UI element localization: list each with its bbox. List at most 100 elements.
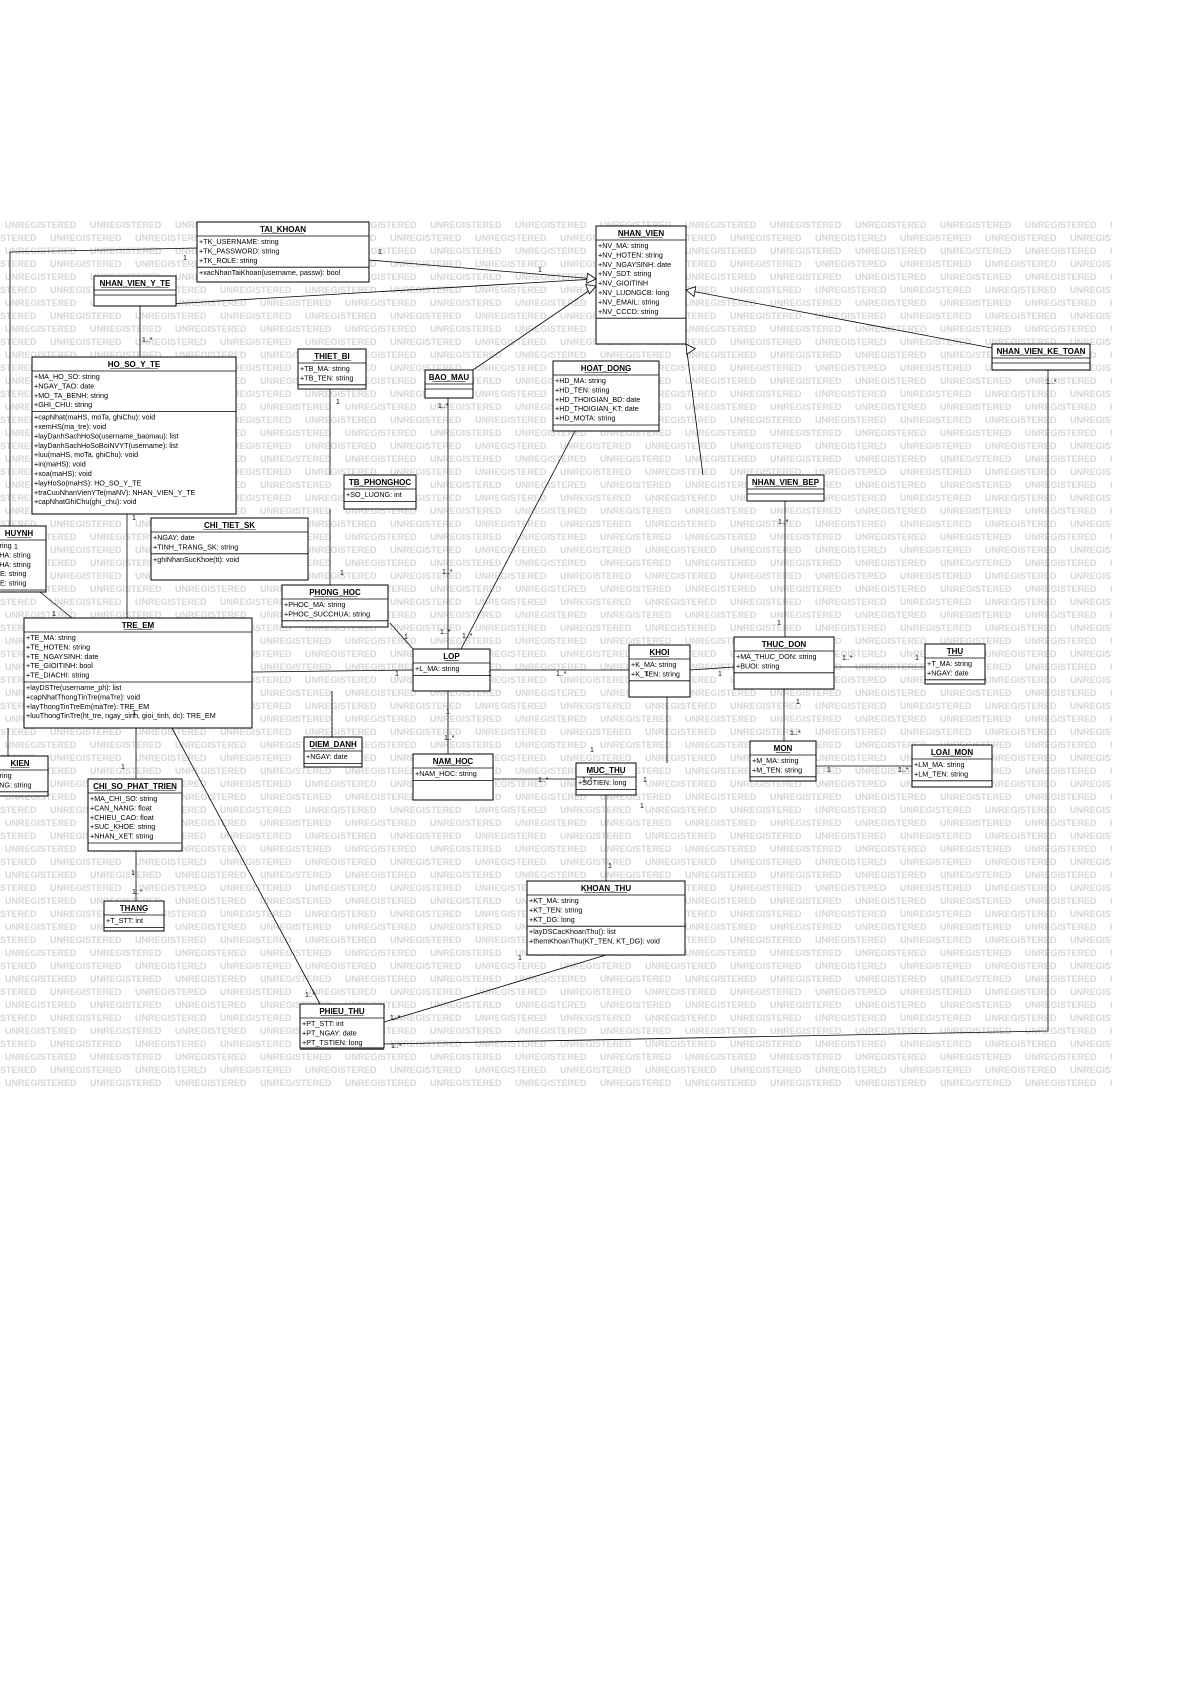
- class-tai-khoan[interactable]: TAI_KHOAN+TK_USERNAME: string+TK_PASSWOR…: [196, 221, 370, 283]
- class-thu[interactable]: THU+T_MA: string+NGAY: date: [924, 643, 986, 685]
- watermark-text: UNREGISTERED: [815, 389, 887, 399]
- watermark-text: UNREGISTERED: [0, 701, 37, 711]
- watermark-text: UNREGISTERED: [1070, 519, 1142, 529]
- watermark-text: UNREGISTERED: [1110, 350, 1182, 360]
- class-operation: +capNhat(maHS, moTa, ghiChu): void: [34, 413, 155, 422]
- watermark-text: UNREGISTERED: [985, 1065, 1057, 1075]
- watermark-text: UNREGISTERED: [1025, 324, 1097, 334]
- watermark-text: UNREGISTERED: [900, 259, 972, 269]
- watermark-text: UNREGISTERED: [855, 298, 927, 308]
- watermark-text: UNREGISTERED: [345, 272, 417, 282]
- watermark-text: UNREGISTERED: [985, 467, 1057, 477]
- class-mon[interactable]: MON+M_MA: string+M_TEN: string: [749, 740, 817, 782]
- class-attribute: +TB_MA: string: [300, 364, 350, 373]
- watermark-text: UNREGISTERED: [600, 506, 672, 516]
- watermark-text: UNREGISTERED: [770, 454, 842, 464]
- watermark-text: UNREGISTERED: [985, 597, 1057, 607]
- watermark-text: UNREGISTERED: [1025, 1026, 1097, 1036]
- class-nhan-vien-y-te[interactable]: NHAN_VIEN_Y_TE: [93, 275, 177, 307]
- watermark-text: UNREGISTERED: [345, 298, 417, 308]
- class-tre-em[interactable]: TRE_EM+TE_MA: string+TE_HOTEN: string+TE…: [23, 617, 253, 729]
- class-muc-thu[interactable]: MUC_THU+SOTIEN: long: [575, 762, 637, 796]
- class-name: HOAT_DONG: [581, 364, 632, 373]
- class-loai-mon[interactable]: LOAI_MON+LM_MA: string+LM_TEN: string: [911, 744, 993, 788]
- watermark-text: UNREGISTERED: [390, 1013, 462, 1023]
- watermark-text: UNREGISTERED: [855, 974, 927, 984]
- watermark-text: UNREGISTERED: [50, 597, 122, 607]
- watermark-text: UNREGISTERED: [5, 298, 77, 308]
- class-nhan-vien[interactable]: NHAN_VIEN+NV_MA: string+NV_HOTEN: string…: [595, 225, 687, 345]
- watermark-text: UNREGISTERED: [940, 454, 1012, 464]
- watermark-text: UNREGISTERED: [50, 1039, 122, 1049]
- watermark-text: UNREGISTERED: [1070, 389, 1142, 399]
- class-operation: +in(maHS): void: [34, 460, 86, 469]
- class-attribute: CHA: string: [0, 560, 31, 569]
- class-thiet-bi[interactable]: THIET_BI+TB_MA: string+TB_TEN: string: [297, 348, 367, 390]
- watermark-text: UNREGISTERED: [220, 909, 292, 919]
- watermark-text: UNREGISTERED: [5, 818, 77, 828]
- watermark-text: UNREGISTERED: [515, 428, 587, 438]
- class-diem-danh[interactable]: DIEM_DANH+NGAY: date: [303, 736, 363, 768]
- watermark-text: UNREGISTERED: [390, 805, 462, 815]
- class-attribute: +PT_STT: int: [302, 1019, 344, 1028]
- watermark-text: UNREGISTERED: [645, 415, 717, 425]
- watermark-text: UNREGISTERED: [730, 857, 802, 867]
- multiplicity-label: 1..*: [132, 889, 143, 896]
- class-chi-so-phat-trien[interactable]: CHI_SO_PHAT_TRIEN+MA_CHI_SO: string+CAN_…: [87, 778, 183, 852]
- watermark-text: UNREGISTERED: [900, 311, 972, 321]
- watermark-text: UNREGISTERED: [645, 779, 717, 789]
- class-thuc-don[interactable]: THUC_DON+MA_THUC_DON: string+BUOI: strin…: [733, 636, 835, 690]
- watermark-text: UNREGISTERED: [50, 545, 122, 555]
- class-name: KIEN: [10, 759, 29, 768]
- watermark-text: UNREGISTERED: [730, 597, 802, 607]
- watermark-text: UNREGISTERED: [175, 1000, 247, 1010]
- watermark-text: UNREGISTERED: [770, 688, 842, 698]
- watermark-text: UNREGISTERED: [855, 272, 927, 282]
- class-hoat-dong[interactable]: HOAT_DONG+HD_MA: string+HD_TEN: string+H…: [552, 360, 660, 432]
- watermark-text: UNREGISTERED: [685, 740, 757, 750]
- class-su-kien[interactable]: KIENstringUNG: string: [0, 755, 49, 797]
- class-nam-hoc[interactable]: NAM_HOC+NAM_HOC: string: [412, 753, 494, 801]
- association-line: [472, 285, 597, 371]
- watermark-text: UNREGISTERED: [730, 961, 802, 971]
- class-tb-phonghoc[interactable]: TB_PHONGHOC+SO_LUONG: int: [343, 474, 417, 510]
- class-attribute: string: [0, 771, 12, 780]
- watermark-text: UNREGISTERED: [175, 818, 247, 828]
- watermark-text: UNREGISTERED: [685, 948, 757, 958]
- class-ho-so-y-te[interactable]: HO_SO_Y_TE+MA_HO_SO: string+NGAY_TAO: da…: [31, 356, 237, 515]
- class-attribute: +M_TEN: string: [752, 765, 802, 774]
- class-phieu-thu[interactable]: PHIEU_THU+PT_STT: int+PT_NGAY: date+PT_T…: [299, 1003, 385, 1050]
- watermark-text: UNREGISTERED: [730, 1013, 802, 1023]
- watermark-text: UNREGISTERED: [5, 896, 77, 906]
- multiplicity-label: 1: [608, 863, 612, 870]
- class-operation: +layDanhSachHoSoBoiNVYT(username): list: [34, 441, 178, 450]
- watermark-text: UNREGISTERED: [260, 740, 332, 750]
- class-khoi[interactable]: KHOI+K_MA: string+K_TEN: string: [628, 644, 691, 698]
- watermark-text: UNREGISTERED: [175, 792, 247, 802]
- watermark-text: UNREGISTERED: [305, 987, 377, 997]
- class-chi-tiet-sk[interactable]: CHI_TIET_SK+NGAY: date+TINH_TRANG_SK: st…: [150, 517, 309, 581]
- watermark-text: UNREGISTERED: [685, 636, 757, 646]
- watermark-text: UNREGISTERED: [220, 1039, 292, 1049]
- multiplicity-label: 1: [183, 255, 187, 262]
- class-lop[interactable]: LOP+L_MA: string: [412, 648, 491, 692]
- watermark-text: UNREGISTERED: [900, 727, 972, 737]
- watermark-text: UNREGISTERED: [0, 961, 37, 971]
- class-phu-huynh[interactable]: HUYNHstringCHA: stringCHA: stringME: str…: [0, 525, 47, 593]
- class-nhan-vien-ke-toan[interactable]: NHAN_VIEN_KE_TOAN: [991, 343, 1091, 371]
- multiplicity-label: 1..*: [462, 633, 473, 640]
- watermark-text: UNREGISTERED: [645, 441, 717, 451]
- class-bao-mau[interactable]: BAO_MAU: [424, 369, 474, 399]
- watermark-text: UNREGISTERED: [940, 792, 1012, 802]
- class-phong-hoc[interactable]: PHONG_HOC+PHOC_MA: string+PHOC_SUCCHUA: …: [281, 584, 389, 628]
- class-thang[interactable]: THANG+T_STT: int: [103, 900, 165, 932]
- class-attribute: +HD_THOIGIAN_KT: date: [555, 404, 639, 413]
- watermark-text: UNREGISTERED: [0, 597, 37, 607]
- class-nhan-vien-bep[interactable]: NHAN_VIEN_BEP: [746, 474, 825, 502]
- watermark-text: UNREGISTERED: [50, 805, 122, 815]
- class-attribute: +M_MA: string: [752, 756, 799, 765]
- watermark-text: UNREGISTERED: [770, 506, 842, 516]
- class-khoan-thu[interactable]: KHOAN_THU+KT_MA: string+KT_TEN: string+K…: [526, 880, 686, 956]
- multiplicity-label: 1: [395, 671, 399, 678]
- watermark-text: UNREGISTERED: [855, 428, 927, 438]
